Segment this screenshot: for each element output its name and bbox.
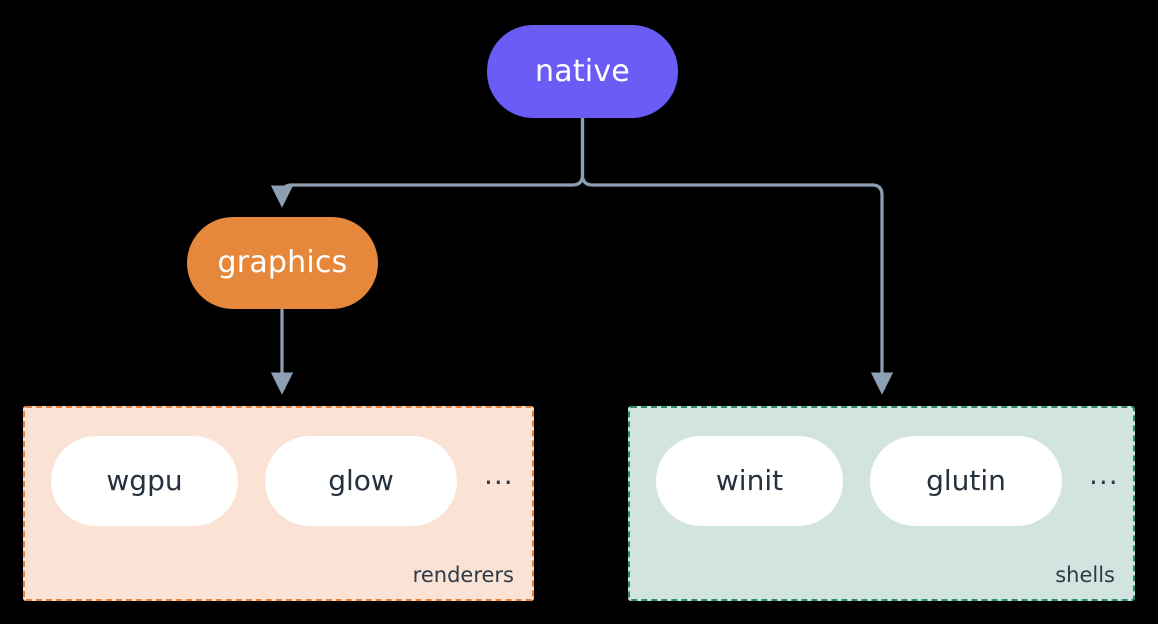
leaf-wgpu-label: wgpu — [106, 464, 183, 497]
edge-native-to-graphics — [270, 116, 585, 208]
edge-native-to-shells — [580, 116, 894, 395]
leaf-glow-label: glow — [328, 464, 394, 497]
node-graphics-label: graphics — [217, 245, 348, 280]
leaf-wgpu[interactable]: wgpu — [51, 436, 238, 526]
group-renderers-items: wgpu glow ... — [51, 436, 514, 526]
node-graphics[interactable]: graphics — [187, 217, 378, 309]
group-shells-label: shells — [1055, 562, 1115, 587]
shells-more-indicator: ... — [1089, 458, 1119, 491]
leaf-winit-label: winit — [715, 464, 784, 497]
node-native[interactable]: native — [487, 25, 678, 118]
group-shells-items: winit glutin ... — [656, 436, 1119, 526]
leaf-glutin[interactable]: glutin — [870, 436, 1062, 526]
group-shells: winit glutin ... shells — [628, 406, 1135, 601]
node-native-label: native — [535, 53, 630, 89]
group-renderers: wgpu glow ... renderers — [23, 406, 534, 601]
leaf-glow[interactable]: glow — [265, 436, 457, 526]
leaf-winit[interactable]: winit — [656, 436, 843, 526]
leaf-glutin-label: glutin — [926, 464, 1006, 497]
renderers-more-indicator: ... — [484, 458, 514, 491]
group-renderers-label: renderers — [412, 562, 514, 587]
